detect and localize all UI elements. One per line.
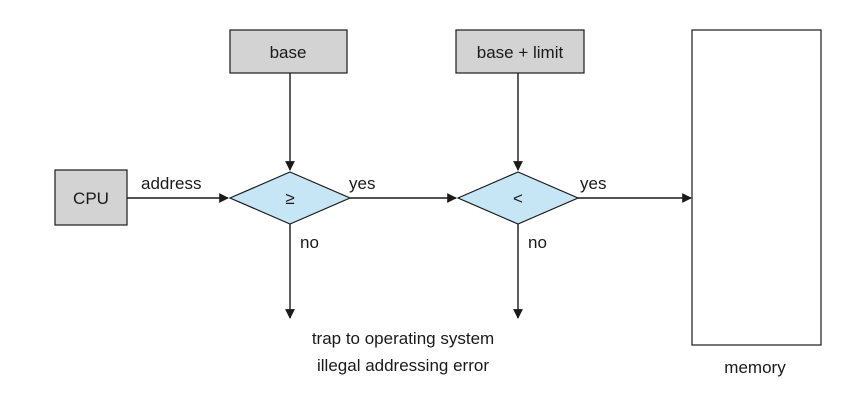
address-label: address xyxy=(141,174,201,193)
trap-text-line-2: illegal addressing error xyxy=(317,356,489,375)
base-limit-label: base + limit xyxy=(477,43,564,62)
compare-ge-symbol: ≥ xyxy=(285,189,294,208)
base-box: base xyxy=(229,29,348,74)
no-label-1: no xyxy=(300,233,319,252)
base-limit-box: base + limit xyxy=(455,29,585,74)
no-label-2: no xyxy=(528,233,547,252)
compare-ge-decision: ≥ xyxy=(228,171,352,225)
memory-label: memory xyxy=(724,358,786,377)
compare-lt-decision: < xyxy=(456,171,580,225)
base-label: base xyxy=(270,43,307,62)
yes-label-2: yes xyxy=(580,174,606,193)
cpu-label: CPU xyxy=(73,189,109,208)
memory-box xyxy=(691,29,822,346)
yes-label-1: yes xyxy=(349,174,375,193)
cpu-box: CPU xyxy=(54,169,128,226)
trap-text-line-1: trap to operating system xyxy=(312,329,494,348)
compare-lt-symbol: < xyxy=(513,189,523,208)
